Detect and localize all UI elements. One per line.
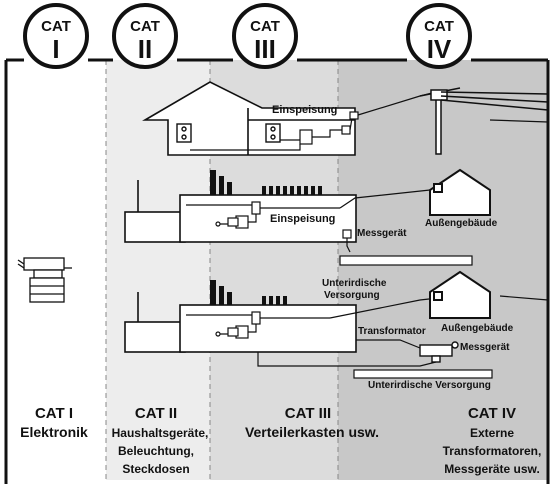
badge-cat3-top: CAT [250,18,280,35]
label-transformator: Transformator [358,326,426,337]
overhead-lines [489,119,549,301]
label-unterirdische: Unterirdische [322,278,387,289]
badge-cat3-numeral: III [254,34,276,64]
chimneys-lower [210,280,232,305]
label-aussengebaeude-middle: Außengebäude [425,218,498,229]
outlet-icon-top-right [265,123,281,143]
building-middle [124,180,357,243]
label-messgeraet-lower: Messgerät [460,342,510,353]
zone-desc-cat3-line1: Verteilerkasten usw. [245,424,379,440]
zone-desc-cat2-line1: Haushaltsgeräte, [112,426,209,440]
printer-icon [17,257,72,303]
utility-pole-icon [419,87,549,155]
zone-desc-cat2-line2: Beleuchtung, [118,444,194,458]
zone-captions: CAT I Elektronik CAT II Haushaltsgeräte,… [20,405,541,476]
building-lower [124,292,357,353]
outbuilding-lower [429,270,491,319]
label-unterirdische-versorgung: Unterirdische Versorgung [368,380,491,391]
label-versorgung: Versorgung [324,290,380,301]
badge-cat2: CAT II [112,3,178,69]
underground-cable-lower [257,352,493,379]
zone-desc-cat4-line1: Externe [470,426,514,440]
zone-cat4-bg [338,60,548,480]
badge-cat4-top: CAT [424,18,454,35]
badge-cat4-numeral: IV [427,34,452,64]
label-einspeisung-top: Einspeisung [272,104,337,116]
zone-desc-cat2-line3: Steckdosen [122,462,189,476]
underground-cable-middle [339,255,473,266]
badge-cat1-numeral: I [52,34,59,64]
outbuilding-middle [429,168,491,216]
zone-title-cat2: CAT II [135,405,177,422]
zone-title-cat3: CAT III [285,405,331,422]
vent-row-lower [262,296,287,305]
badge-cat2-top: CAT [130,18,160,35]
badge-cat1-top: CAT [41,18,71,35]
zone-dividers [105,60,339,480]
label-einspeisung-middle: Einspeisung [270,213,335,225]
zone-title-cat1: CAT I [35,405,73,422]
zone-desc-cat1-line1: Elektronik [20,424,88,440]
label-messgeraet-middle: Messgerät [357,228,407,239]
vent-row-middle [262,186,322,195]
zone-desc-cat4-line2: Transformatoren, [443,444,542,458]
zone-desc-cat4-line3: Messgeräte usw. [444,462,540,476]
badge-cat1: CAT I [23,3,89,69]
outlet-icon-top-left [176,123,192,143]
badge-cat4: CAT IV [406,3,472,69]
label-aussengebaeude-lower: Außengebäude [441,323,514,334]
wiring-middle [186,189,431,253]
chimneys-middle [210,170,232,195]
badge-cat2-numeral: II [138,34,152,64]
outer-frame [4,58,550,484]
badge-cat3: CAT III [232,3,298,69]
zone-title-cat4: CAT IV [468,405,516,422]
